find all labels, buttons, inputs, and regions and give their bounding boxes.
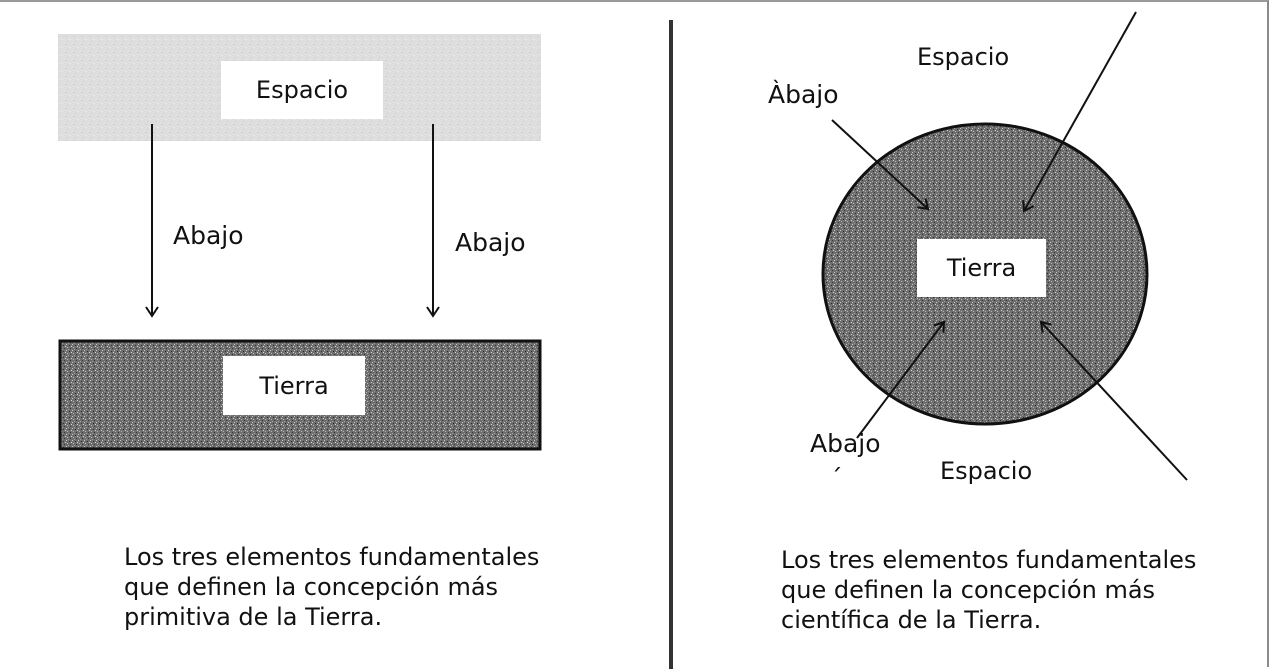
inward-arrow-top-left [831, 119, 930, 211]
space-label-right-bottom: Espacio [940, 457, 1033, 485]
inward-arrow-bottom-right [1039, 320, 1188, 481]
down-label-right-top: Àbajo [768, 80, 839, 109]
space-label-right-top: Espacio [917, 43, 1010, 71]
inward-arrow-bottom-left [856, 320, 946, 439]
inward-arrow-top-right [1022, 11, 1137, 213]
earth-label-right: Tierra [917, 239, 1046, 297]
down-label-left-2: Abajo [455, 228, 526, 257]
space-label-left: Espacio [221, 61, 383, 119]
stray-accent-mark: ´ [830, 464, 843, 493]
caption-right: Los tres elementos fundamentales que def… [781, 546, 1197, 634]
down-label-right-bottom: Abajo [810, 429, 881, 458]
caption-left: Los tres elementos fundamentales que def… [124, 543, 540, 631]
down-label-left-1: Abajo [173, 221, 244, 250]
earth-label-left: Tierra [223, 356, 365, 415]
